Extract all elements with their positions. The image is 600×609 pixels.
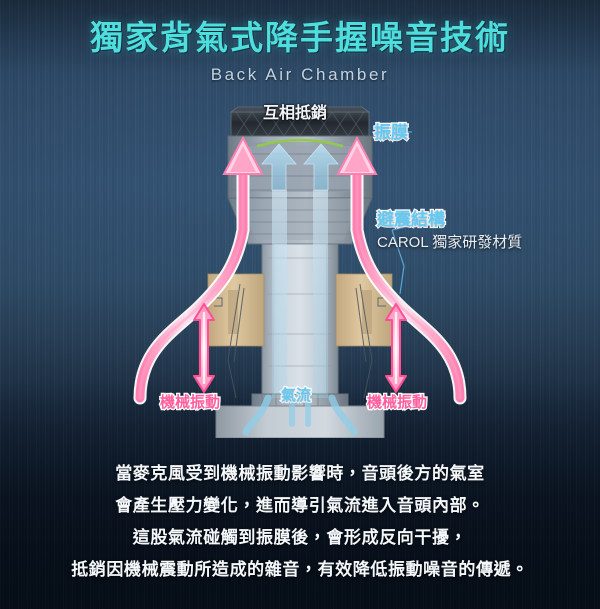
description-block: 當麥克風受到機械振動影響時，音頭後方的氣室 會產生壓力變化，進而導引氣流進入音頭… [0, 462, 600, 583]
callout-vibration-right: 機械振動 [366, 394, 429, 412]
double-arrow-right [385, 303, 407, 393]
callout-mutual-cancellation: 互相抵銷 [263, 105, 328, 122]
mic-grille-top [229, 106, 371, 137]
description-line-1: 當麥克風受到機械振動影響時，音頭後方的氣室 [115, 464, 485, 483]
mic-capsule-housing [227, 135, 373, 199]
diaphragm-arc [256, 138, 344, 148]
vibration-arrows [133, 135, 467, 405]
mic-base-block [215, 405, 385, 438]
description-line-4: 抵銷因機械震動所造成的雜音，有效降低振動噪音的傳遞。 [71, 560, 529, 580]
double-arrow-left [193, 303, 215, 393]
page-title: 獨家背氣式降手握噪音技術 [90, 19, 510, 56]
leader-shock-mount [391, 223, 419, 295]
callout-diaphragm: 振膜 [373, 123, 410, 143]
mic-taper-section [227, 197, 373, 245]
description-line-3: 這股氣流碰觸到振膜後，會形成反向干擾， [132, 528, 468, 548]
suspension-wires [227, 283, 373, 399]
microphone-diagram [0, 98, 600, 438]
airflow-arrows [242, 143, 358, 436]
mic-body-shaft [251, 243, 349, 408]
page-subtitle: Back Air Chamber [210, 64, 390, 84]
callout-vibration-left: 機械振動 [159, 394, 222, 412]
description-line-2: 會產生壓力變化，進而導引氣流進入音頭內部。 [115, 496, 485, 516]
microphone-cutaway-svg [133, 106, 467, 438]
leader-lines [372, 131, 419, 295]
callout-shock-mount: 避震結構 [376, 210, 447, 230]
header: 獨家背氣式降手握噪音技術 Back Air Chamber [0, 0, 600, 85]
callout-airflow: 氣流 [280, 387, 313, 405]
callout-shock-mount-material: CAROL 獨家研發材質 [377, 234, 523, 251]
